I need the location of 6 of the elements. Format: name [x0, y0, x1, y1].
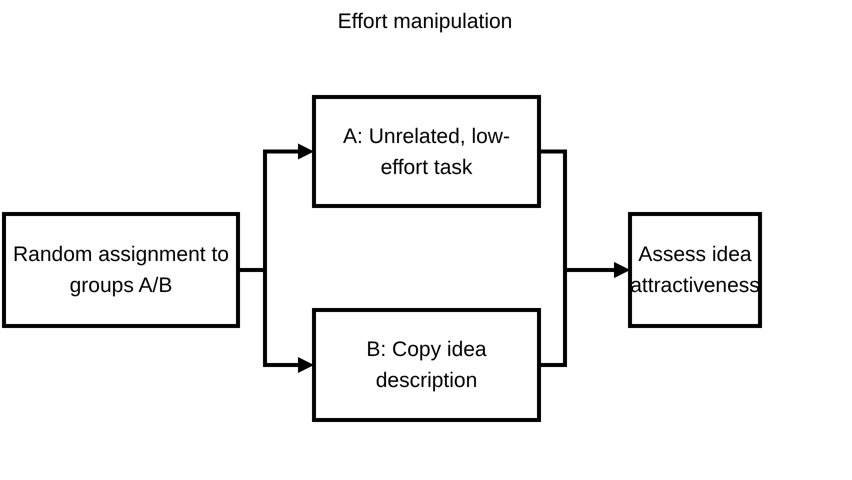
process-box: B: Copy idea description — [312, 308, 541, 422]
process-box: Assess idea attractiveness — [628, 212, 762, 328]
process-box: Random assignment to groups A/B — [2, 212, 240, 328]
process-box: A: Unrelated, low-effort task — [312, 95, 541, 208]
column-heading: Effort manipulation — [336, 9, 514, 35]
connector-arrow — [541, 262, 630, 367]
